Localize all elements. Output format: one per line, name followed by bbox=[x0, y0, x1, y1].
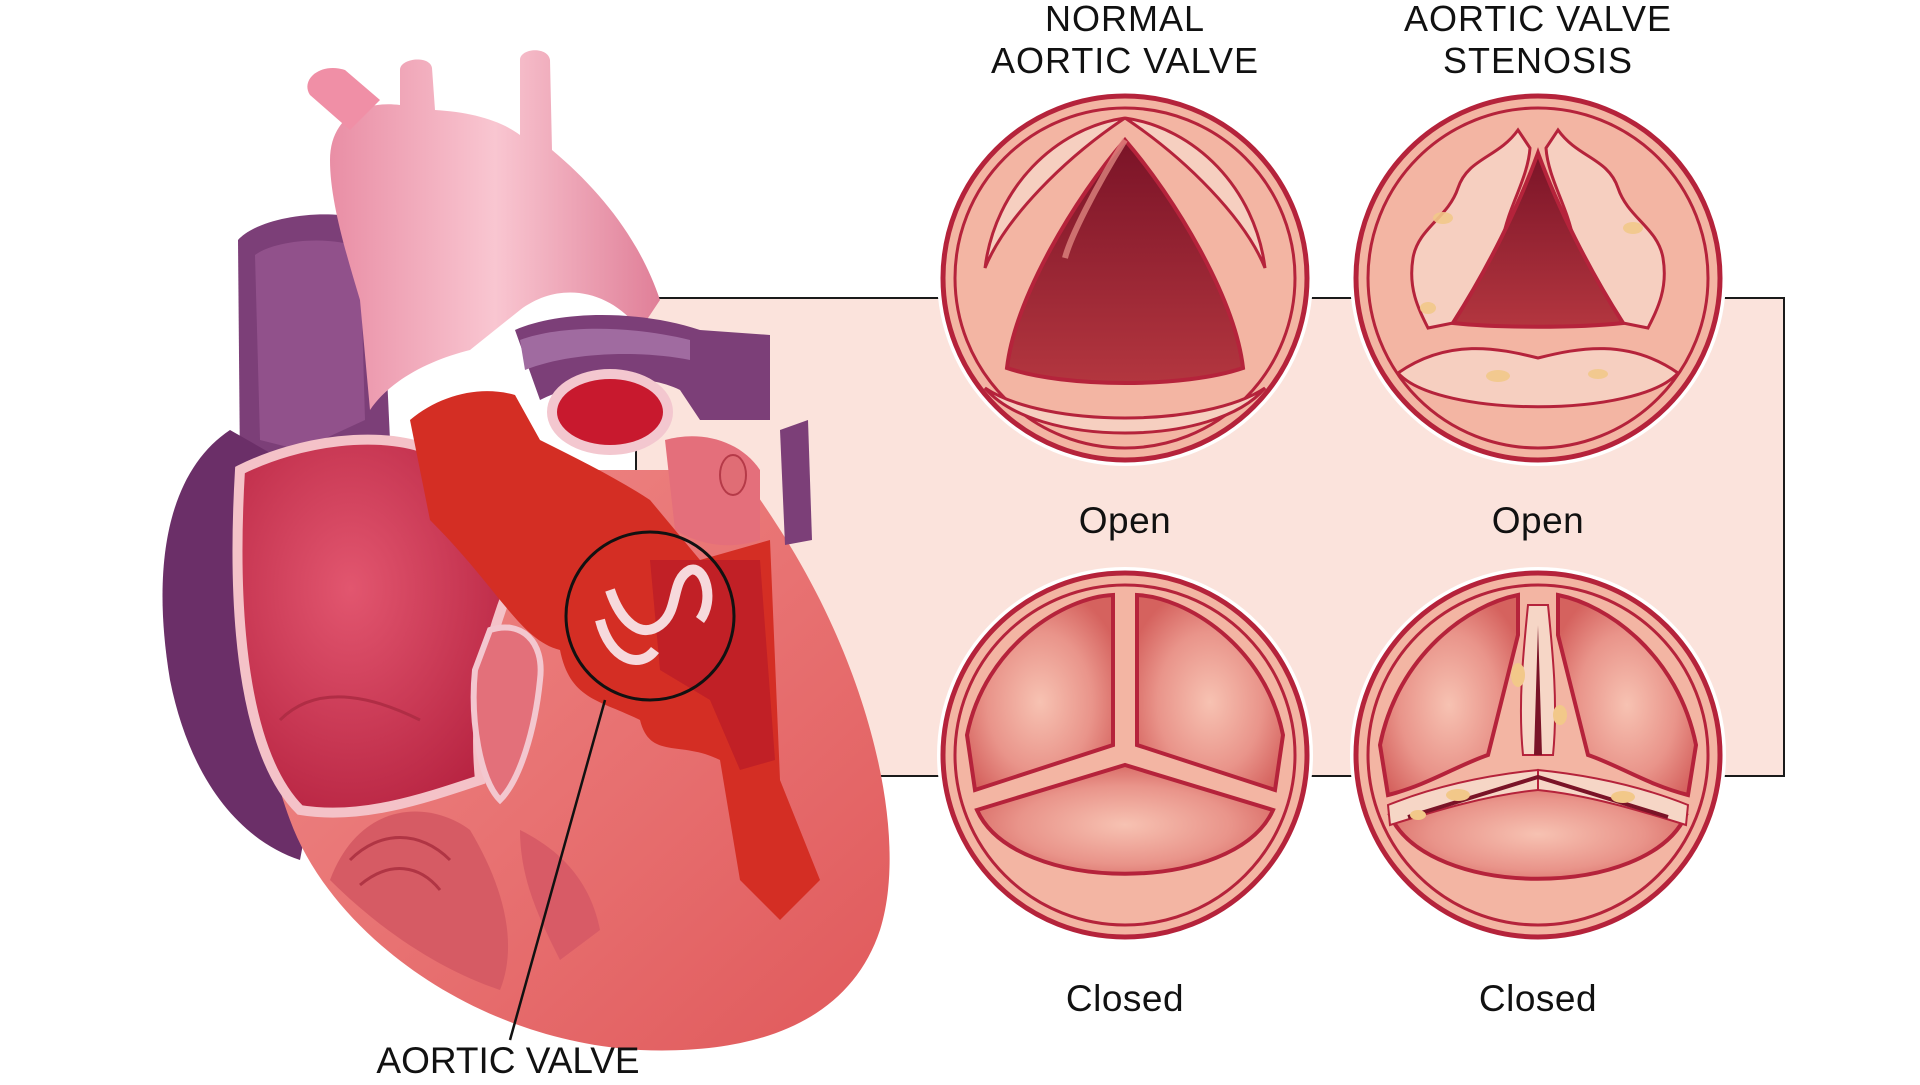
header-normal-line1: NORMAL bbox=[1044, 0, 1206, 39]
left-atrium bbox=[547, 369, 673, 455]
header-stenosis-line1: AORTIC VALVE bbox=[1403, 0, 1673, 39]
header-stenosis: AORTIC VALVE STENOSIS bbox=[1358, 0, 1718, 82]
valve-stenosis-closed bbox=[1350, 567, 1726, 943]
label-stenosis-open: Open bbox=[1491, 500, 1585, 541]
heart-illustration bbox=[162, 50, 890, 1051]
aortic-arch bbox=[330, 50, 660, 410]
valve-callout-line bbox=[508, 699, 607, 1041]
label-normal-closed: Closed bbox=[1065, 978, 1185, 1019]
aortic-valve-leaflets bbox=[605, 564, 713, 635]
header-normal: NORMAL AORTIC VALVE bbox=[945, 0, 1305, 82]
callout-label: AORTIC VALVE bbox=[376, 1040, 639, 1080]
label-normal-open: Open bbox=[1078, 500, 1172, 541]
valve-callout-circle bbox=[564, 530, 736, 702]
label-stenosis-closed: Closed bbox=[1478, 978, 1598, 1019]
valve-normal-closed bbox=[937, 567, 1313, 943]
header-stenosis-line2: STENOSIS bbox=[1442, 40, 1634, 81]
valve-normal-open bbox=[937, 90, 1313, 466]
header-normal-line2: AORTIC VALVE bbox=[990, 40, 1260, 81]
valve-stenosis-open bbox=[1350, 90, 1726, 466]
